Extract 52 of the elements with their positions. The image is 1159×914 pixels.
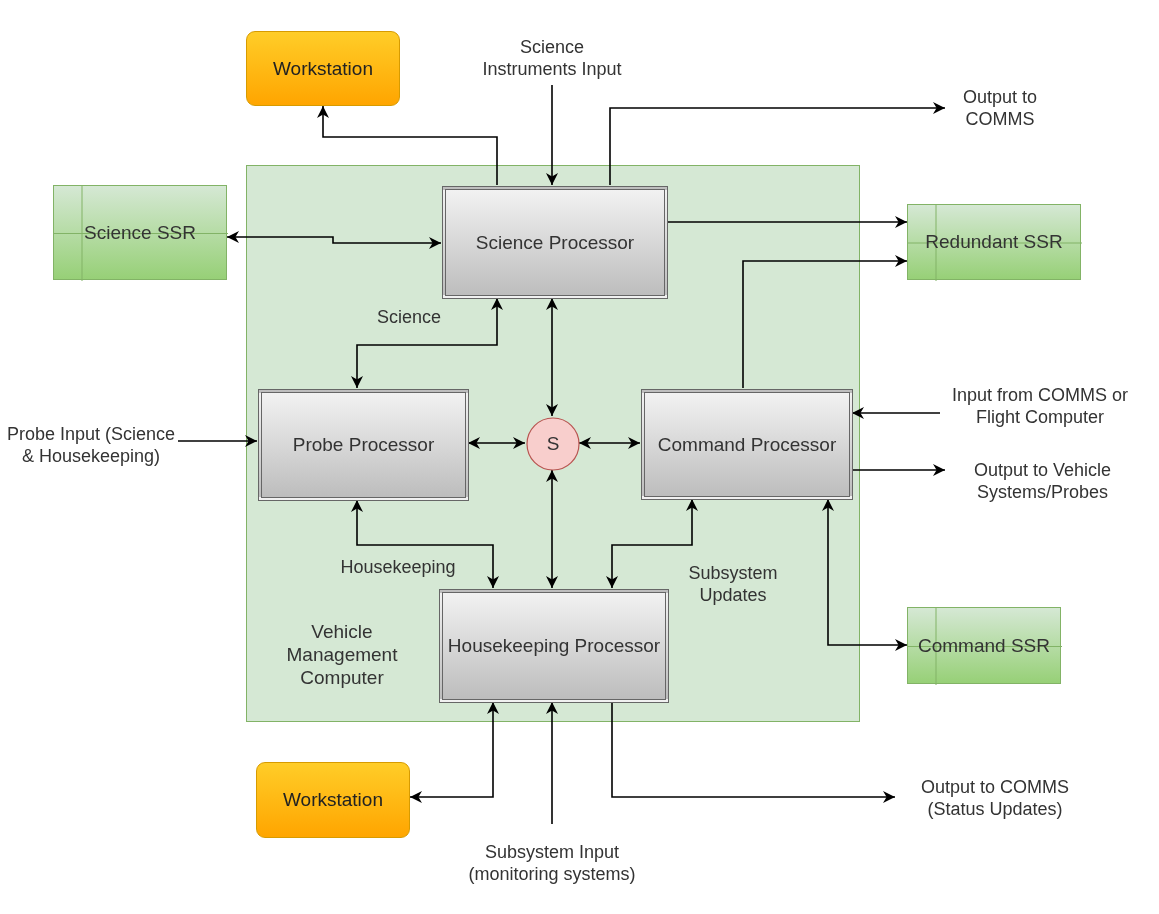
connector-arrow [578, 437, 641, 449]
connector-arrow [546, 701, 558, 825]
connector-arrow [351, 297, 503, 389]
processor-box [641, 389, 853, 500]
connector-arrow [609, 102, 946, 186]
node-label: Workstation [283, 789, 383, 811]
connector-arrow [546, 469, 558, 589]
node-label: Command Processor [657, 433, 837, 456]
workstation-box [246, 31, 400, 106]
storage-box [907, 607, 1061, 684]
connector-arrow [546, 297, 558, 417]
edge-label: Housekeeping [339, 557, 457, 579]
io-text: Output to Vehicle Systems/Probes [972, 460, 1113, 504]
io-text: Input from COMMS or Flight Computer [950, 385, 1129, 429]
connector-arrow [611, 701, 896, 803]
node-label: Science Processor [475, 231, 635, 254]
connector-arrow [666, 216, 908, 228]
node-label: Redundant SSR [925, 231, 1063, 253]
connector-arrow [822, 498, 908, 651]
connector-arrow [606, 498, 698, 589]
connector-arrow [226, 231, 442, 249]
node-label: Science SSR [84, 221, 196, 244]
io-text: Output to COMMS [961, 87, 1039, 131]
connector-arrow [317, 105, 498, 186]
node-label: Housekeeping Processor [447, 635, 661, 657]
connector-arrow [742, 255, 908, 389]
connector-arrow [351, 499, 499, 589]
storage-box [907, 204, 1081, 280]
connector-arrow [546, 84, 558, 186]
edge-label: Science [375, 307, 442, 329]
connector-arrow [409, 701, 499, 803]
node-label: Probe Processor [292, 434, 435, 456]
system-boundary [246, 165, 860, 722]
container-title: Vehicle Management Computer [285, 621, 399, 690]
node-label: S [546, 433, 560, 455]
storage-box [53, 185, 227, 280]
processor-box [258, 389, 469, 501]
edge-label: Subsystem Updates [687, 563, 779, 607]
switch-circle [526, 417, 580, 471]
io-text: Probe Input (Science & Housekeeping) [5, 424, 177, 468]
node-label: Workstation [273, 57, 373, 80]
processor-box [439, 589, 669, 703]
workstation-box [256, 762, 410, 838]
io-text: Subsystem Input (monitoring systems) [467, 842, 637, 886]
connector-arrow [467, 437, 526, 449]
processor-box [442, 186, 668, 299]
io-text: Output to COMMS (Status Updates) [919, 777, 1070, 821]
connector-arrow [177, 435, 258, 447]
connector-arrow [851, 464, 946, 476]
connector-arrow [851, 407, 941, 419]
io-text: Science Instruments Input [481, 37, 623, 81]
node-label: Command SSR [918, 634, 1050, 657]
